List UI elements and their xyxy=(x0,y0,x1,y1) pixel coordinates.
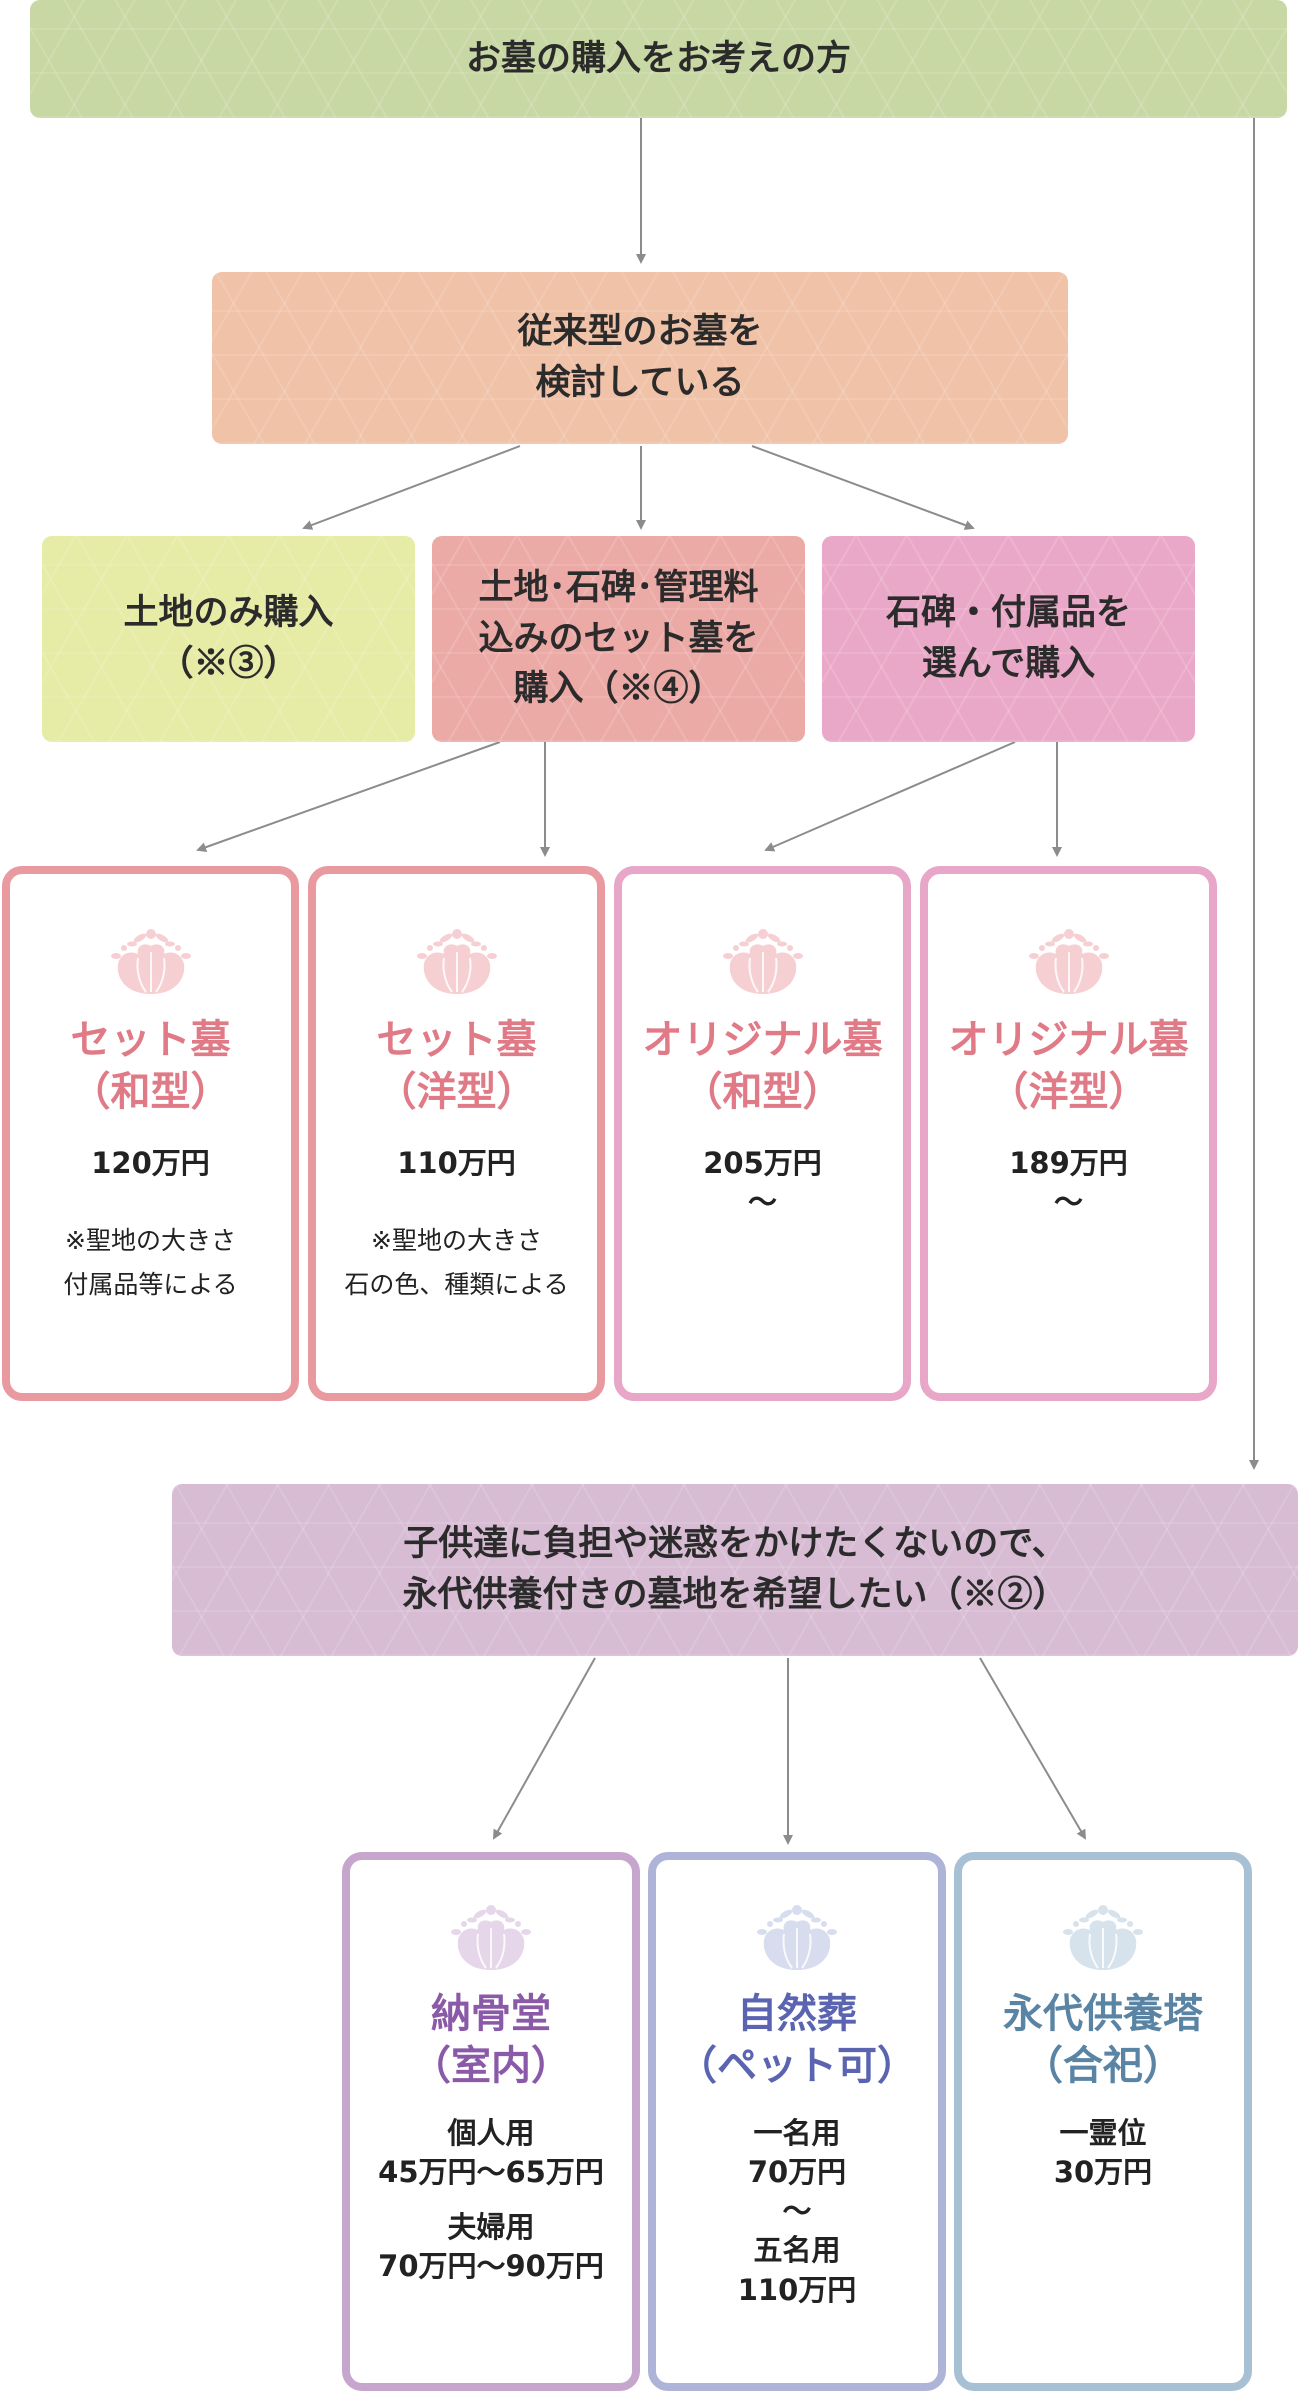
start-box-label: お墓の購入をお考えの方 xyxy=(465,37,851,79)
family-crest-icon xyxy=(451,1905,531,1970)
eternal-card-price: 一霊位 30万円 xyxy=(1053,2116,1153,2190)
grave-card-title: セット墓 （和型） xyxy=(70,1016,231,1115)
traditional-grave-label: 従来型のお墓を 検討している xyxy=(517,311,763,403)
arrow-traditional-to-land xyxy=(302,445,521,530)
grave-card-title: セット墓 （洋型） xyxy=(376,1016,537,1115)
option-set-grave-label: 土地･石碑･管理料 込みのセット墓を 購入（※④） xyxy=(478,566,759,710)
grave-card-note: ※聖地の大きさ 石の色、種類による xyxy=(344,1226,569,1299)
eternal-memorial-label: 子供達に負担や迷惑をかけたくないので、 永代供養付きの墓地を希望したい（※②） xyxy=(402,1523,1068,1615)
arrow-eternal-to-card1 xyxy=(493,1657,596,1840)
eternal-card-price: 一名用 70万円 ～ 五名用 110万円 xyxy=(737,2116,857,2307)
grave-card: オリジナル墓 （和型） 205万円 ～ xyxy=(614,866,911,1401)
eternal-card: 永代供養塔 （合祀） 一霊位 30万円 xyxy=(954,1852,1252,2391)
traditional-grave-box: 従来型のお墓を 検討している xyxy=(212,272,1068,444)
eternal-card: 納骨堂 （室内） 個人用 45万円～65万円 夫婦用 70万円～90万円 xyxy=(342,1852,640,2391)
family-crest-icon xyxy=(1028,929,1109,994)
eternal-card-price: 個人用 45万円～65万円 xyxy=(378,2116,604,2190)
grave-card-price: 205万円 ～ xyxy=(703,1146,822,1220)
grave-card: セット墓 （洋型） 110万円 ※聖地の大きさ 石の色、種類による xyxy=(308,866,605,1401)
eternal-card-title: 納骨堂 （室内） xyxy=(411,1990,571,2089)
option-land-only: 土地のみ購入 （※③） xyxy=(42,536,415,742)
family-crest-icon xyxy=(722,929,803,994)
option-choose-stone-label: 石碑・付属品を 選んで購入 xyxy=(885,592,1131,684)
grave-card: オリジナル墓 （洋型） 189万円 ～ xyxy=(920,866,1217,1401)
option-choose-stone: 石碑・付属品を 選んで購入 xyxy=(822,536,1195,742)
grave-card-price: 110万円 xyxy=(397,1146,516,1180)
eternal-card-title: 永代供養塔 （合祀） xyxy=(1003,1990,1203,2089)
grave-card-title: オリジナル墓 （洋型） xyxy=(948,1016,1189,1115)
family-crest-icon xyxy=(1063,1905,1143,1970)
eternal-card: 自然葬 （ペット可） 一名用 70万円 ～ 五名用 110万円 xyxy=(648,1852,946,2391)
grave-card: セット墓 （和型） 120万円 ※聖地の大きさ 付属品等による xyxy=(2,866,299,1401)
start-box: お墓の購入をお考えの方 xyxy=(30,0,1287,118)
arrow-set-to-card1 xyxy=(196,741,501,853)
grave-card-title: オリジナル墓 （和型） xyxy=(642,1016,883,1115)
eternal-card-price: 夫婦用 70万円～90万円 xyxy=(378,2210,604,2284)
arrow-eternal-to-card3 xyxy=(979,1657,1087,1840)
grave-card-price: 120万円 xyxy=(91,1146,210,1180)
family-crest-icon xyxy=(757,1905,837,1970)
family-crest-icon xyxy=(110,929,191,994)
option-set-grave: 土地･石碑･管理料 込みのセット墓を 購入（※④） xyxy=(432,536,805,742)
eternal-memorial-box: 子供達に負担や迷惑をかけたくないので、 永代供養付きの墓地を希望したい（※②） xyxy=(172,1484,1298,1656)
eternal-card-title: 自然葬 （ペット可） xyxy=(677,1990,917,2089)
option-land-only-label: 土地のみ購入 （※③） xyxy=(123,592,334,684)
family-crest-icon xyxy=(416,929,497,994)
arrow-traditional-to-original xyxy=(751,445,975,530)
grave-card-price: 189万円 ～ xyxy=(1009,1146,1128,1220)
grave-card-note: ※聖地の大きさ 付属品等による xyxy=(63,1226,238,1299)
arrow-original-to-card3 xyxy=(764,741,1016,852)
